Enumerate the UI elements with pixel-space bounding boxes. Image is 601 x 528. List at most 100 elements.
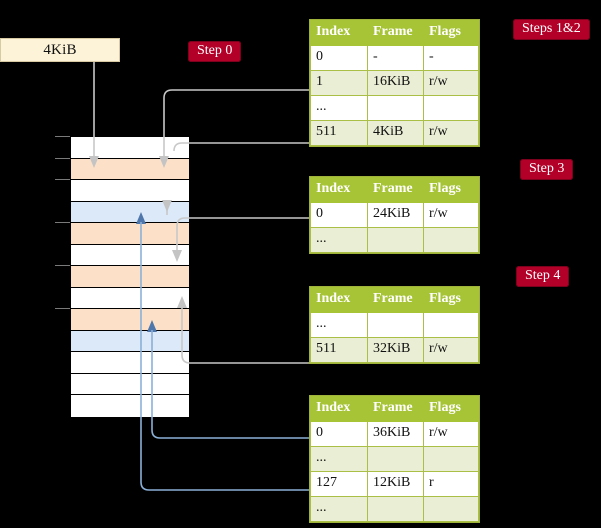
source-frame-box: 4KiB [0,38,120,62]
cell-flags: r/w [423,337,479,363]
table-row: ... [310,496,479,522]
table-row: ... [310,95,479,121]
cell-frame [367,227,424,253]
cell-frame: 12KiB [367,471,424,497]
cell-frame [367,446,424,472]
badge-steps-1-2: Steps 1&2 [513,19,590,40]
badge-label: Step 3 [529,161,565,176]
table-row: ... [310,227,479,253]
cell-flags: r [423,471,479,497]
memory-frame-cell [71,244,189,266]
memory-frame-cell [71,223,189,245]
cell-index: ... [310,312,368,338]
cell-index: 127 [310,471,368,497]
cell-frame: 36KiB [367,421,424,447]
wire-blue-level4-row0 [151,415,310,439]
badge-label: Step 4 [525,268,561,283]
memory-row-tick [55,265,70,266]
memory-frame-cell [71,201,189,223]
memory-row-tick [55,179,70,180]
badge-step-3: Step 3 [520,159,574,180]
cell-flags: r/w [423,202,479,228]
cell-frame: 4KiB [367,120,424,146]
cell-frame: 32KiB [367,337,424,363]
memory-frame-cell [71,309,189,331]
cell-index: 511 [310,337,368,363]
memory-row-tick [55,308,70,309]
memory-frame-cell [71,266,189,288]
cell-flags: - [423,45,479,71]
cell-flags [423,312,479,338]
memory-frame-cell [71,287,189,309]
memory-frame-cell [71,330,189,352]
cell-flags [423,227,479,253]
column-header-flags: Flags [423,396,479,422]
cell-flags: r/w [423,70,479,96]
cell-frame [367,312,424,338]
column-header-frame: Frame [367,20,424,46]
column-header-frame: Frame [367,396,424,422]
cell-index: 0 [310,45,368,71]
wire-step4 [181,306,310,364]
column-header-flags: Flags [423,287,479,313]
source-frame-label: 4KiB [43,41,77,58]
badge-step-0: Step 0 [188,41,242,62]
cell-index: ... [310,446,368,472]
cell-frame: - [367,45,424,71]
wire-blue-level4-row127 [140,415,310,491]
memory-row-tick [55,222,70,223]
memory-frame-cell [71,137,189,159]
column-header-flags: Flags [423,20,479,46]
cell-frame: 16KiB [367,70,424,96]
table-row: 0-- [310,45,479,71]
cell-index: ... [310,95,368,121]
memory-row-tick [55,136,70,137]
table-row: ... [310,312,479,338]
memory-frame-cell [71,395,189,417]
cell-flags [423,446,479,472]
cell-index: 1 [310,70,368,96]
column-header-frame: Frame [367,287,424,313]
cell-flags [423,496,479,522]
cell-index: ... [310,496,368,522]
cell-flags [423,95,479,121]
memory-frame-cell [71,352,189,374]
cell-index: 0 [310,421,368,447]
column-header-index: Index [310,177,368,203]
memory-frame-cell [71,180,189,202]
memory-frame-cell [71,158,189,180]
column-header-frame: Frame [367,177,424,203]
badge-label: Step 0 [197,43,233,58]
memory-row-tick [55,157,70,159]
cell-index: 511 [310,120,368,146]
cell-flags: r/w [423,421,479,447]
cell-index: 0 [310,202,368,228]
column-header-index: Index [310,396,368,422]
cell-flags: r/w [423,120,479,146]
cell-index: ... [310,227,368,253]
table-row: ... [310,446,479,472]
memory-frame-cell [71,373,189,395]
wire-steps12-b [173,142,310,152]
cell-frame [367,496,424,522]
column-header-index: Index [310,20,368,46]
wire-step3 [176,217,310,252]
column-header-index: Index [310,287,368,313]
cell-frame [367,95,424,121]
badge-label: Steps 1&2 [522,21,581,36]
physical-memory-column [70,136,190,417]
